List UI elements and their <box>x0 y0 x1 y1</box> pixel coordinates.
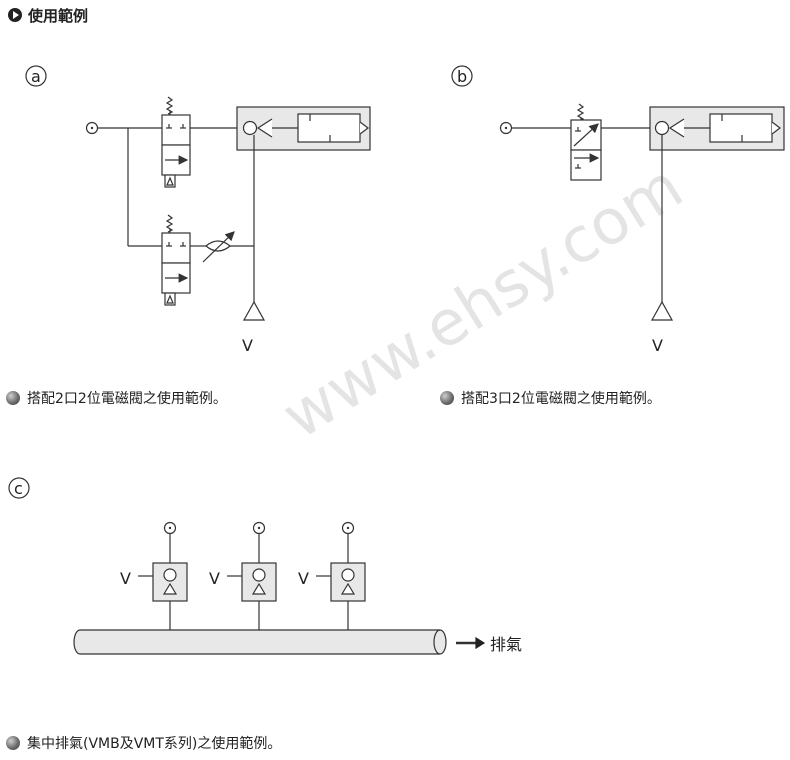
diagram-c-letter: c <box>14 479 23 498</box>
ejector-unit-3 <box>316 521 366 630</box>
bullet-icon <box>440 391 454 405</box>
diagram-a <box>25 65 371 321</box>
diagram-c-port-label-2: V <box>209 569 220 588</box>
three-port-valve-icon <box>570 103 602 181</box>
diagram-a-port-label: V <box>242 336 253 355</box>
play-bullet-icon <box>8 8 22 22</box>
exhaust-label: 排氣 <box>490 635 522 654</box>
diagram-b <box>451 65 785 321</box>
diagram-b-port-label: V <box>652 336 663 355</box>
page-title: 使用範例 <box>28 6 89 25</box>
diagram-b-caption: 搭配3口2位電磁閥之使用範例。 <box>461 391 661 407</box>
diagram-a-caption: 搭配2口2位電磁閥之使用範例。 <box>27 391 227 407</box>
section-header: 使用範例 <box>8 4 88 26</box>
diagram-b-letter-circle <box>451 65 473 87</box>
ejector-unit-2 <box>227 521 277 630</box>
ejector-unit-1 <box>138 521 188 630</box>
solenoid-valve-1-icon <box>161 96 191 188</box>
diagram-c-caption-row: 集中排氣(VMB及VMT系列)之使用範例。 <box>6 733 281 753</box>
diagram-c-port-label-3: V <box>298 569 309 588</box>
diagram-c-port-label-1: V <box>120 569 131 588</box>
diagram-a-caption-row: 搭配2口2位電磁閥之使用範例。 <box>6 388 227 408</box>
vacuum-port-b-icon <box>650 300 674 321</box>
diagram-b-caption-row: 搭配3口2位電磁閥之使用範例。 <box>440 388 661 408</box>
diagram-c-caption: 集中排氣(VMB及VMT系列)之使用範例。 <box>27 736 282 752</box>
exhaust-manifold-pipe <box>73 629 447 655</box>
bullet-icon <box>6 736 20 750</box>
diagram-c-letter-circle <box>8 477 30 499</box>
diagram-a-letter-circle <box>25 65 47 87</box>
solenoid-valve-2-icon <box>161 214 191 306</box>
vacuum-port-a-icon <box>242 300 266 321</box>
bullet-icon <box>6 391 20 405</box>
silencer-a-icon <box>297 113 369 143</box>
diagram-b-letter: b <box>457 67 467 86</box>
silencer-b-icon <box>709 113 781 143</box>
diagram-a-letter: a <box>31 67 41 86</box>
throttle-valve-icon <box>202 231 235 263</box>
diagram-c <box>8 477 486 655</box>
